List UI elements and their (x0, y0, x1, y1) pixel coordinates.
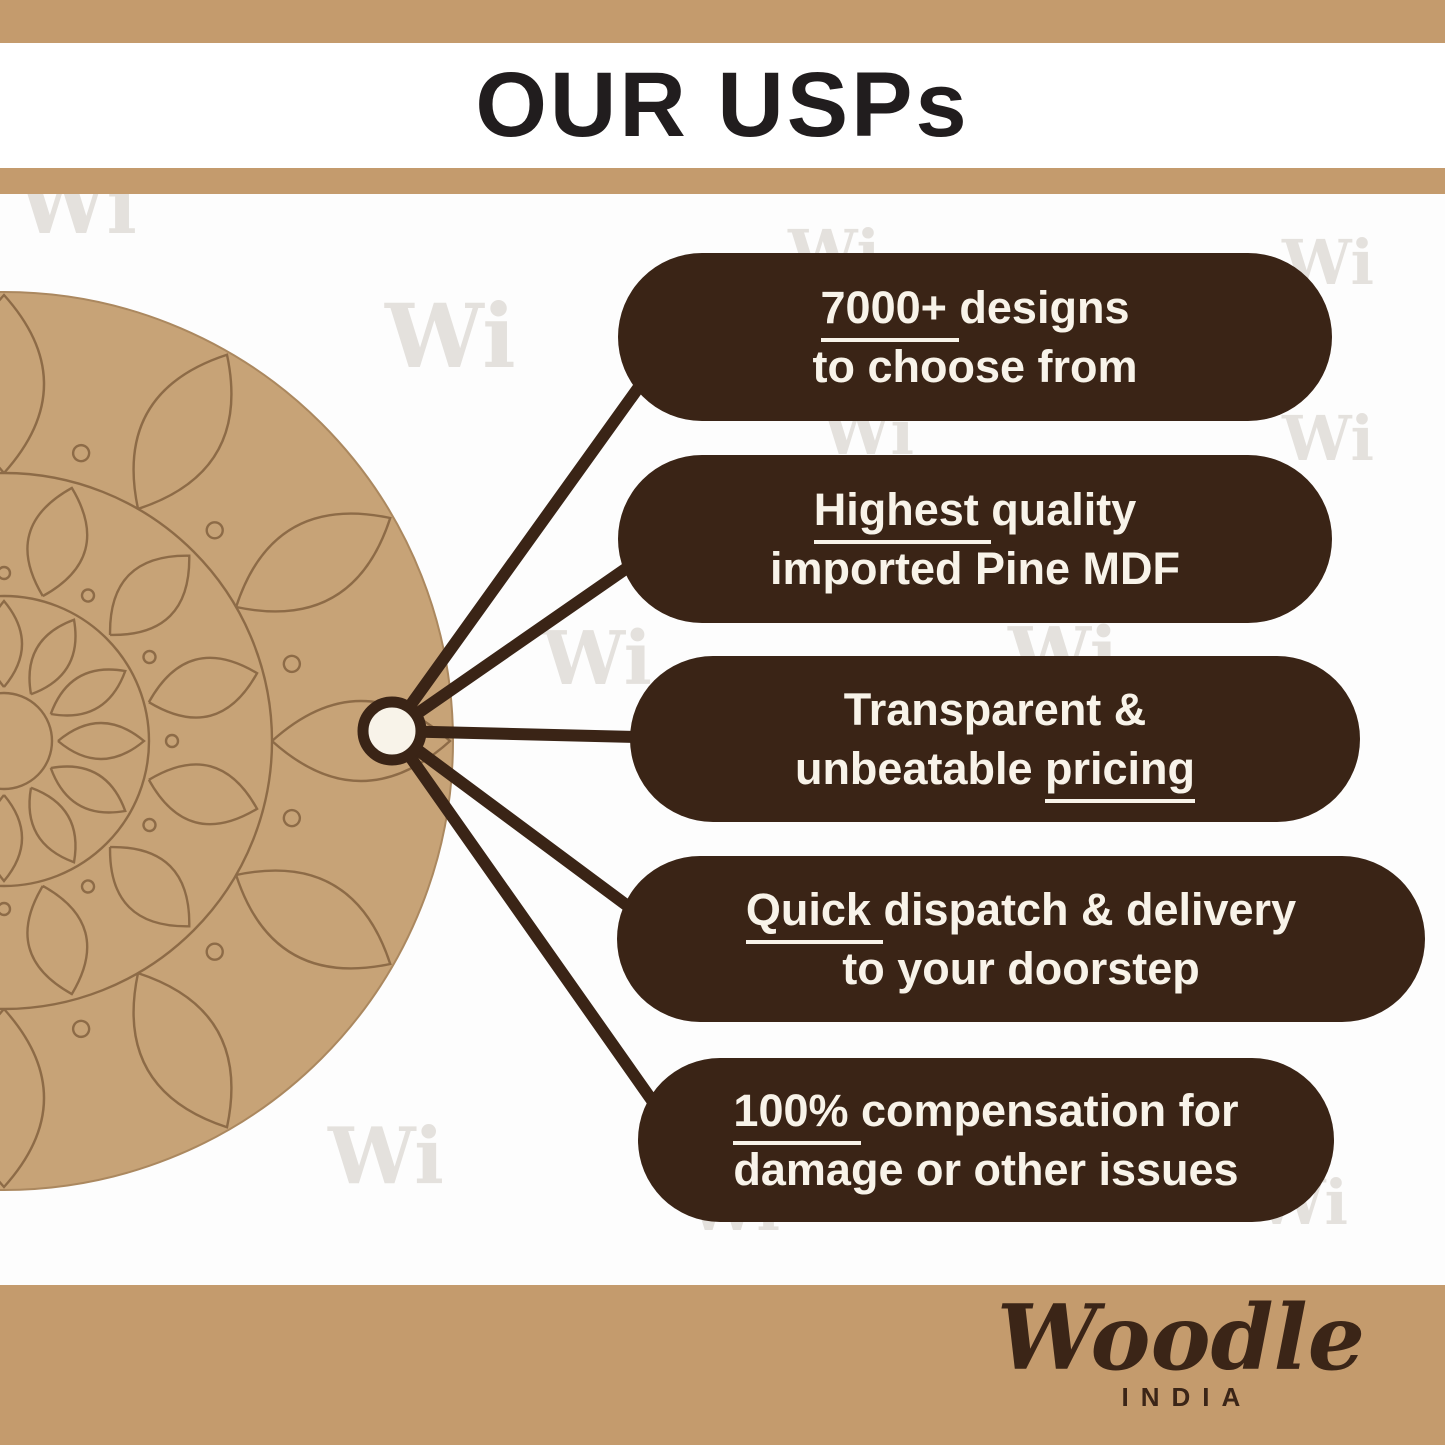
usp-line: to choose from (812, 341, 1138, 392)
brand-name: Woodle (996, 1285, 1365, 1391)
usp-line: Highest quality (813, 480, 1136, 544)
brand-country: INDIA (1121, 1381, 1253, 1412)
wi-watermark: Wi (1282, 402, 1375, 475)
usp-line: 100% compensation for (733, 1081, 1239, 1145)
usp-line: Quick dispatch & delivery (745, 880, 1296, 944)
top-border-strip (0, 0, 1445, 43)
usp-line: 7000+ designs (820, 278, 1129, 342)
title-band: OUR USPs (0, 43, 1445, 168)
page-title: OUR USPs (475, 54, 970, 156)
usp-line: to your doorstep (842, 943, 1200, 994)
usp-pill-3: Transparent &unbeatable pricing (630, 656, 1360, 822)
usp-line: imported Pine MDF (769, 543, 1180, 594)
brand-logo: Woodle INDIA (997, 1291, 1365, 1413)
title-underline-strip (0, 168, 1445, 194)
footer-band: Woodle INDIA (0, 1285, 1445, 1445)
usp-line: Transparent & (843, 683, 1147, 735)
usp-line: unbeatable pricing (795, 739, 1196, 803)
usp-line: damage or other issues (733, 1144, 1239, 1195)
mandala-engraving (0, 293, 452, 1189)
